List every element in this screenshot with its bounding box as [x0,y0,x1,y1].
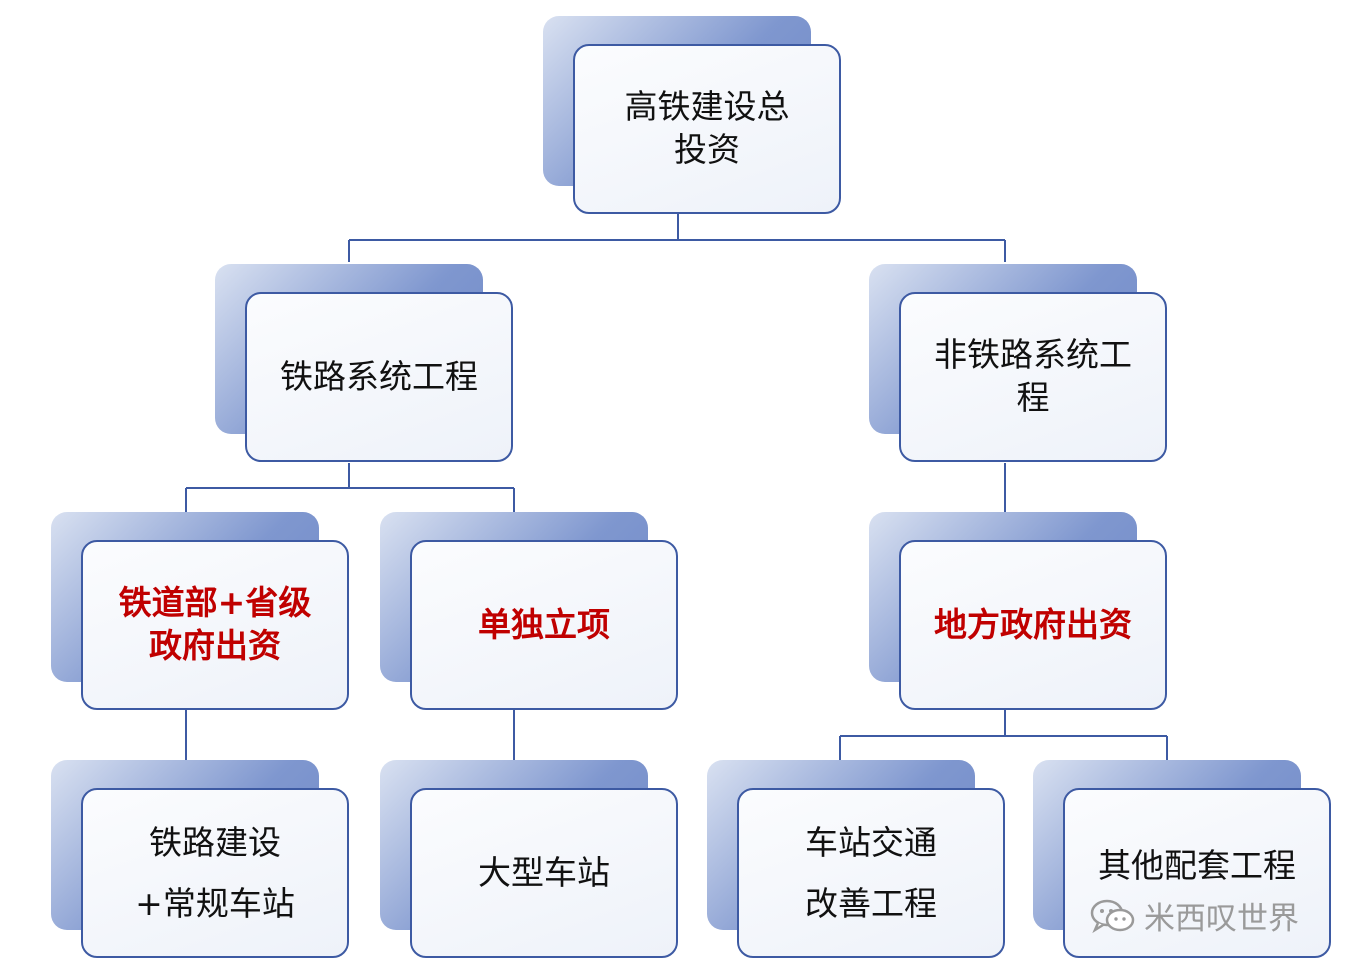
wechat-icon [1090,899,1135,933]
watermark-text: 米西叹世界 [1144,901,1299,937]
watermark: 米西叹世界 [1090,893,1299,938]
node-other-facilities-label: 其他配套工程 [1063,788,1331,958]
node-railway-construction-label: 铁路建设+常规车站 [81,788,349,958]
node-station-traffic-label: 车站交通改善工程 [737,788,1005,958]
node-non-railway-system-label: 非铁路系统工程 [899,292,1167,462]
node-root-label: 高铁建设总投资 [573,44,841,214]
node-ministry-provincial-label: 铁道部+省级政府出资 [81,540,349,710]
node-separate-project-label: 单独立项 [410,540,678,710]
node-local-government-label: 地方政府出资 [899,540,1167,710]
node-large-station-label: 大型车站 [410,788,678,958]
node-railway-system-label: 铁路系统工程 [245,292,513,462]
